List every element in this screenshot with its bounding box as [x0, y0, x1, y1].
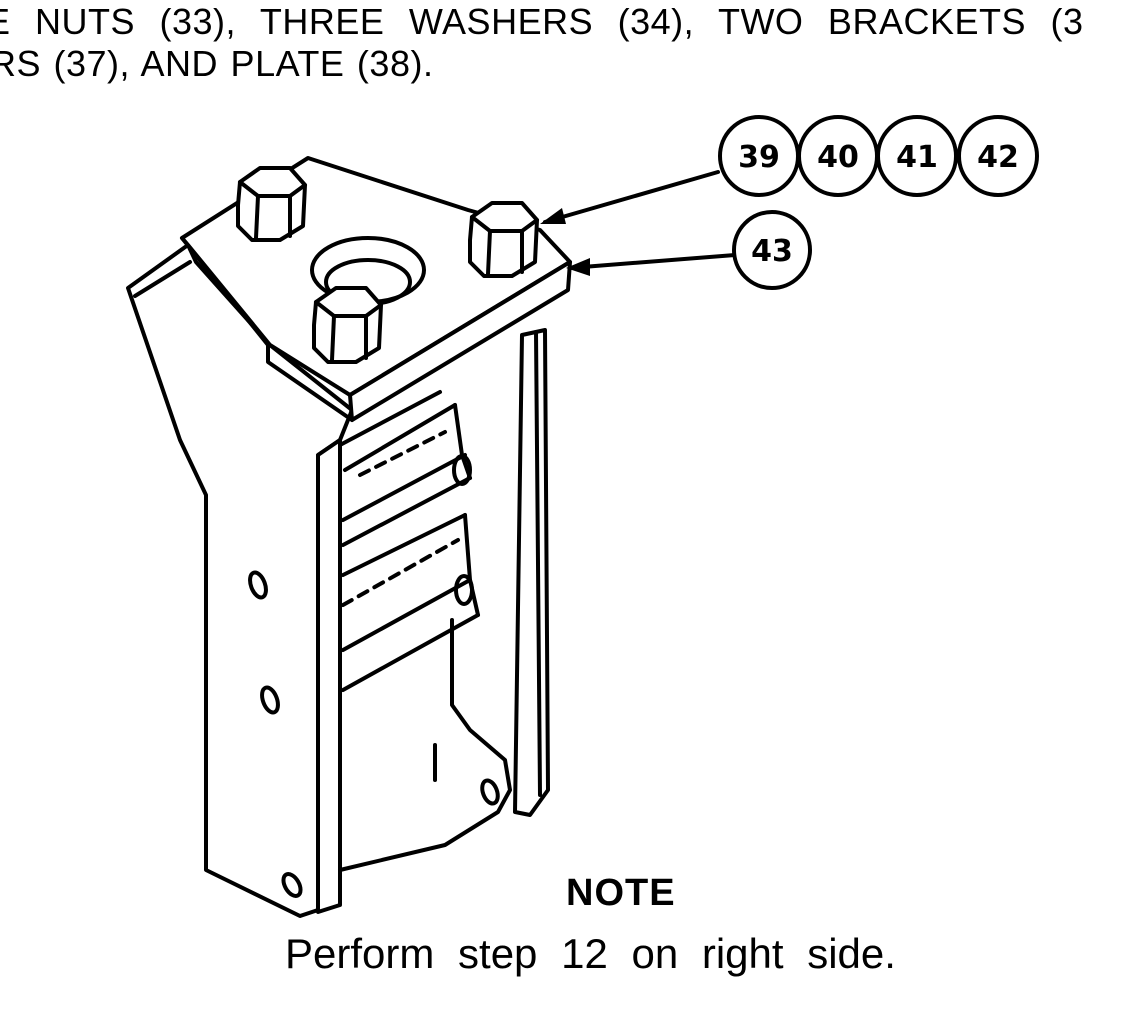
callout-label-39: 39 [738, 140, 780, 175]
leader-arrowhead-39-42 [540, 208, 566, 224]
hex-bolt-center [312, 286, 383, 364]
callout-label-42: 42 [977, 140, 1019, 175]
leader-lines [543, 170, 737, 270]
procedure-text-line-1: E NUTS (33), THREE WASHERS (34), TWO BRA… [0, 1, 1084, 42]
mounting-holes [248, 570, 500, 898]
callout-label-43: 43 [751, 234, 793, 269]
hex-bolt-right [468, 201, 539, 278]
ribs [338, 390, 512, 872]
note-body: Perform step 12 on right side. [285, 930, 896, 977]
callout-circle-41 [876, 115, 958, 197]
leader-arrowhead-43 [566, 258, 590, 276]
procedure-text-line-2: RS (37), AND PLATE (38). [0, 43, 434, 84]
callout-circle-43 [732, 210, 812, 290]
callout-circle-42 [957, 115, 1039, 197]
hex-bolt-left [236, 166, 307, 242]
note-heading: NOTE [566, 872, 676, 914]
bracket-body [126, 243, 550, 918]
callout-label-41: 41 [896, 140, 938, 175]
callout-label-40: 40 [817, 140, 859, 175]
